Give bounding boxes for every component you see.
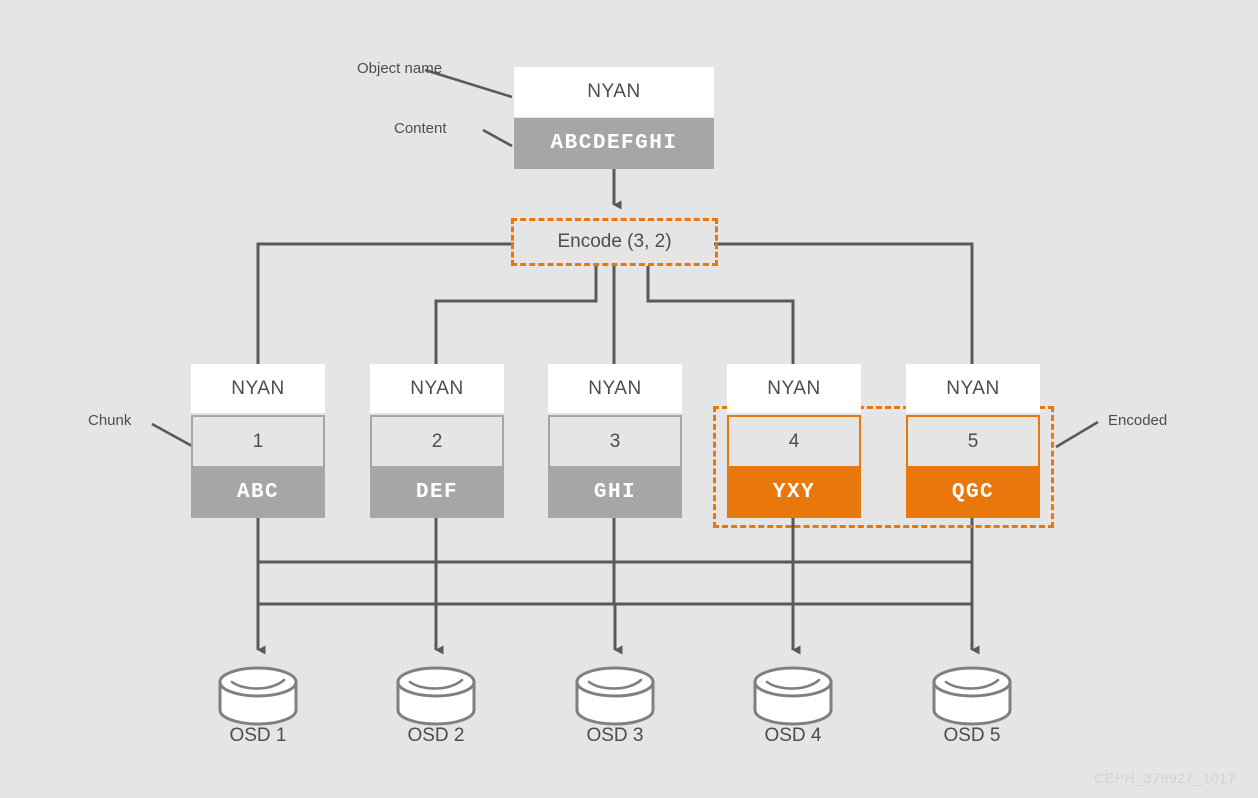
content-label: Content xyxy=(394,120,447,137)
chunk-index-2: 2 xyxy=(370,415,504,466)
encode-node[interactable]: Encode (3, 2) xyxy=(511,218,718,266)
object-name-label: Object name xyxy=(357,60,443,77)
osd-label-4: OSD 4 xyxy=(764,725,822,746)
chunk-content-1: ABC xyxy=(191,466,325,518)
chunk-content-2: DEF xyxy=(370,466,504,518)
chunk-index-5: 5 xyxy=(906,415,1040,466)
chunk-content-5: QGC xyxy=(906,466,1040,518)
chunk-name-1: NYAN xyxy=(191,364,325,413)
chunk-content-4: YXY xyxy=(727,466,861,518)
object-name-box: NYAN xyxy=(514,67,714,117)
osd-label-2: OSD 2 xyxy=(407,725,465,746)
chunk-name-4: NYAN xyxy=(727,364,861,413)
osd-label-3: OSD 3 xyxy=(586,725,644,746)
chunk-name-5: NYAN xyxy=(906,364,1040,413)
chunk-index-1: 1 xyxy=(191,415,325,466)
chunk-name-3: NYAN xyxy=(548,364,682,413)
osd-label-1: OSD 1 xyxy=(229,725,287,746)
encoded-label: Encoded xyxy=(1108,412,1168,429)
object-content-box: ABCDEFGHI xyxy=(514,118,714,169)
chunk-name-2: NYAN xyxy=(370,364,504,413)
chunk-label: Chunk xyxy=(88,412,132,429)
chunk-index-4: 4 xyxy=(727,415,861,466)
chunk-content-3: GHI xyxy=(548,466,682,518)
osd-label-5: OSD 5 xyxy=(943,725,1001,746)
chunk-index-3: 3 xyxy=(548,415,682,466)
encoded-region xyxy=(713,406,1054,528)
watermark: CEPH_378927_1017 xyxy=(1094,770,1236,786)
